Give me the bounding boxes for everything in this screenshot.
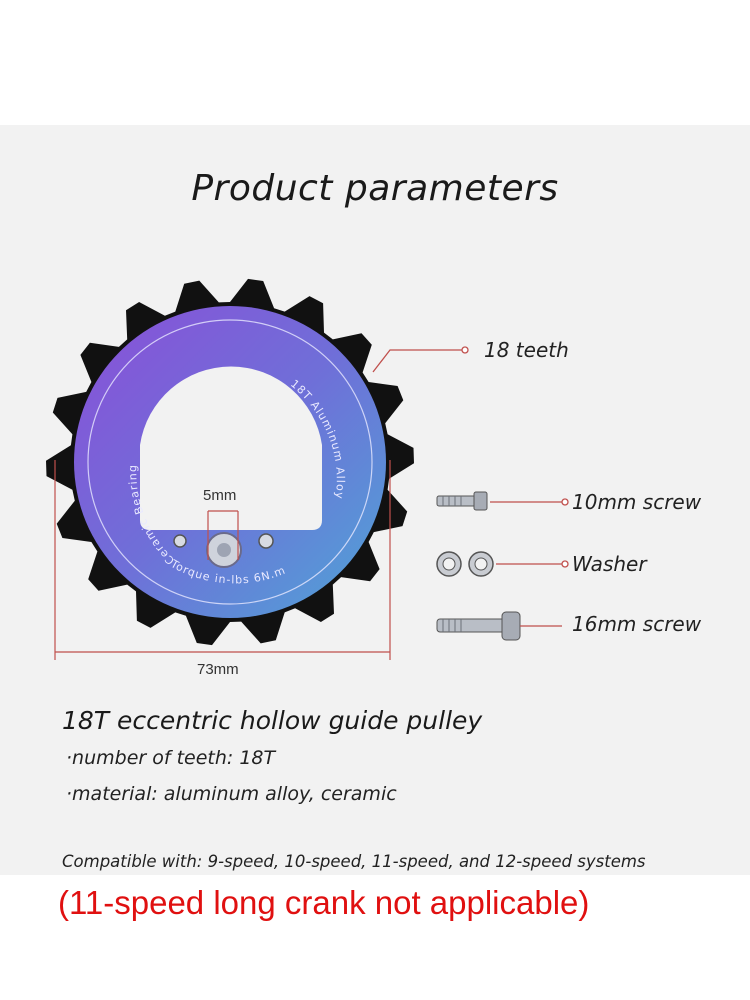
screw-10mm-icon [436, 491, 488, 511]
screw-10mm-callout-line [490, 498, 569, 506]
screw-16mm-icon [436, 611, 521, 641]
teeth-label: 18 teeth [484, 338, 569, 362]
diameter-label: 73mm [197, 661, 239, 678]
spec-material: ·material: aluminum alloy, ceramic [66, 783, 397, 805]
part-label-washer: Washer [572, 552, 647, 576]
applicability-note: (11-speed long crank not applicable) [58, 884, 590, 921]
teeth-callout-line [372, 346, 469, 373]
pulley-gear [46, 278, 414, 646]
compatibility-text: Compatible with: 9-speed, 10-speed, 11-s… [62, 852, 646, 871]
diameter-dimension [54, 460, 391, 660]
hole-dimension [207, 510, 239, 560]
spec-teeth: ·number of teeth: 18T [66, 747, 276, 769]
hole-size-label: 5mm [203, 487, 237, 504]
part-label-10mm-screw: 10mm screw [572, 490, 702, 514]
part-label-16mm-screw: 16mm screw [572, 612, 702, 636]
product-name: 18T eccentric hollow guide pulley [62, 706, 483, 735]
washer-icon [436, 551, 494, 577]
washer-callout-line [496, 560, 569, 568]
page-title: Product parameters [191, 168, 559, 209]
